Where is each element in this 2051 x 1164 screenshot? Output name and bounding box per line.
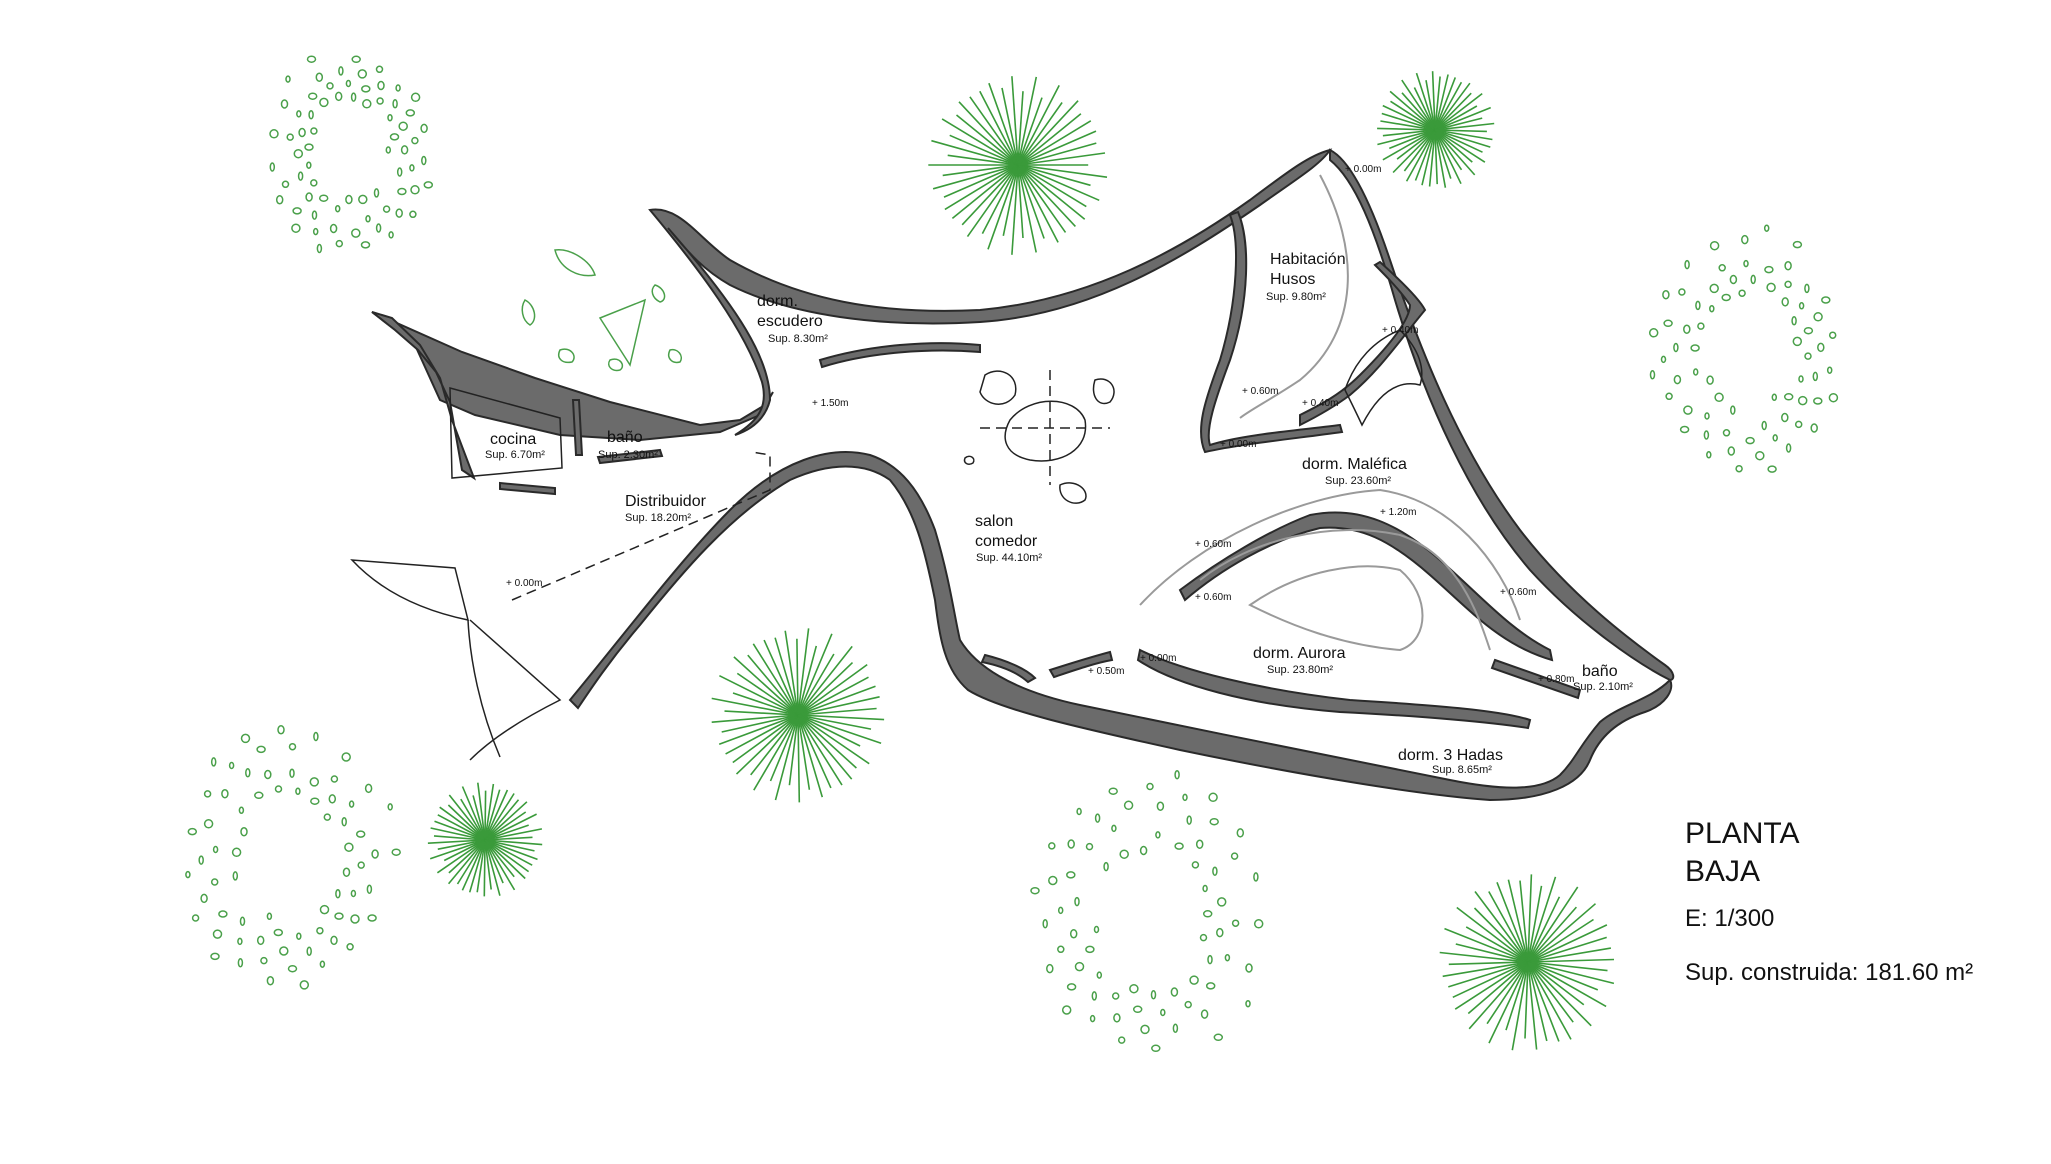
- legend-built-area: Sup. construida: 181.60 m²: [1685, 959, 1974, 986]
- tree-icon: [1377, 71, 1495, 188]
- level-label: + 0.50m: [1088, 666, 1124, 677]
- room-salon-name-1: salon: [975, 513, 1013, 530]
- tree-icon: [711, 628, 885, 803]
- salon-blob5: [963, 455, 975, 465]
- garden-blob1: [554, 249, 596, 277]
- wall-bano2: [1490, 658, 1582, 700]
- wall-escudero-inner: [818, 342, 981, 369]
- level-label: + 0.60m: [1500, 587, 1536, 598]
- cocina-outline: [449, 387, 563, 479]
- level-label: + 0.00m: [1140, 653, 1176, 664]
- tree-icon: [1439, 874, 1615, 1051]
- level-label: + 0.60m: [1242, 386, 1278, 397]
- aurora-inner: [1248, 565, 1424, 652]
- shrub-cluster-icon: [1030, 769, 1264, 1053]
- legend-title-line1: PLANTA: [1685, 817, 1800, 850]
- room-hadas-area: Sup. 8.65m²: [1432, 764, 1492, 776]
- room-salon-area: Sup. 44.10m²: [976, 552, 1042, 564]
- room-labels: dorm. escudero Sup. 8.30m² cocina Sup. 6…: [485, 251, 1633, 776]
- room-bano2-area: Sup. 2.10m²: [1573, 681, 1633, 693]
- level-label: + 0.00m: [1345, 164, 1381, 175]
- building-walls: [371, 148, 1675, 802]
- wall-husos: [1199, 210, 1344, 454]
- entrance-door: [350, 559, 470, 621]
- wall-malefica: [1299, 260, 1427, 427]
- wall-upper-wing: [648, 148, 1333, 436]
- room-distribuidor-area: Sup. 18.20m²: [625, 512, 691, 524]
- level-label: + 0.40m: [1382, 325, 1418, 336]
- room-husos-area: Sup. 9.80m²: [1266, 291, 1326, 303]
- wall-left-wing: [371, 311, 774, 442]
- room-bano1-area: Sup. 2.30m²: [598, 449, 658, 461]
- level-label: + 1.50m: [812, 398, 848, 409]
- garden-blob4: [651, 284, 666, 303]
- aurora-outline: [1199, 529, 1491, 651]
- salon-blob3: [1092, 378, 1115, 405]
- garden-blob6: [608, 358, 624, 372]
- distribuidor-dash: [511, 451, 771, 601]
- garden-blob3: [521, 299, 536, 326]
- shrub-cluster-icon: [269, 55, 434, 254]
- level-label: + 0.00m: [1220, 439, 1256, 450]
- level-label: + 0.60m: [1195, 592, 1231, 603]
- room-cocina-name: cocina: [490, 431, 536, 448]
- wall-kitchen-partition: [571, 399, 584, 456]
- trees-layer: [427, 71, 1615, 1051]
- wall-hadas: [1136, 648, 1532, 730]
- wall-east: [1329, 148, 1675, 682]
- room-malefica-area: Sup. 23.60m²: [1325, 475, 1391, 487]
- room-escudero-area: Sup. 8.30m²: [768, 333, 828, 345]
- tree-icon: [928, 76, 1108, 255]
- room-husos-name-1: Habitación: [1270, 251, 1346, 268]
- garden-blob7: [668, 348, 682, 364]
- room-escudero-name-1: dorm.: [757, 293, 798, 310]
- wall-salon-south: [568, 451, 1673, 802]
- wall-left-wing-inner: [371, 311, 477, 481]
- salon-blob2: [979, 370, 1017, 405]
- room-husos-name-2: Husos: [1270, 271, 1315, 288]
- room-aurora-name: dorm. Aurora: [1253, 645, 1346, 662]
- level-labels: + 0.00m + 1.50m + 0.00m + 0.40m + 0.60m …: [506, 164, 1574, 685]
- room-cocina-area: Sup. 6.70m²: [485, 449, 545, 461]
- salon-blob4: [1059, 482, 1087, 504]
- room-escudero-name-2: escudero: [757, 313, 823, 330]
- entrance-swing: [467, 619, 501, 758]
- wall-salon-stub1: [980, 653, 1037, 684]
- level-label: + 0.40m: [1302, 398, 1338, 409]
- shrub-cluster-icon: [1648, 224, 1839, 473]
- aurora-loop: [1139, 488, 1521, 621]
- malefica-fin: [1344, 329, 1423, 427]
- wall-salon-stub2: [1048, 650, 1114, 679]
- tree-icon: [427, 782, 543, 897]
- room-malefica-name: dorm. Maléfica: [1302, 456, 1407, 473]
- entrance-leaf: [469, 619, 562, 761]
- level-label: + 1.20m: [1380, 507, 1416, 518]
- shrubs-layer: [185, 55, 1839, 1053]
- level-label: + 0.00m: [506, 578, 542, 589]
- room-salon-name-2: comedor: [975, 533, 1038, 550]
- garden-blob5: [558, 348, 575, 364]
- plan-legend: PLANTA BAJA E: 1/300 Sup. construida: 18…: [1685, 815, 1973, 987]
- wall-kitchen-counter: [499, 481, 556, 496]
- salon-blob1: [1004, 400, 1087, 462]
- wall-bath-counter: [596, 448, 664, 465]
- garden-blob2: [598, 298, 647, 367]
- legend-title-line2: BAJA: [1685, 855, 1761, 888]
- room-aurora-area: Sup. 23.80m²: [1267, 664, 1333, 676]
- husos-outline: [1239, 174, 1349, 419]
- room-hadas-name: dorm. 3 Hadas: [1398, 747, 1503, 764]
- room-bano2-name: baño: [1582, 663, 1618, 680]
- level-label: + 0.80m: [1538, 674, 1574, 685]
- legend-scale: E: 1/300: [1685, 905, 1775, 932]
- plan-thin-lines: [350, 174, 1521, 761]
- shrub-cluster-icon: [185, 725, 401, 990]
- wall-aurora: [1178, 511, 1554, 662]
- room-distribuidor-name: Distribuidor: [625, 493, 707, 510]
- room-bano1-name: baño: [607, 429, 643, 446]
- level-label: + 0.60m: [1195, 539, 1231, 550]
